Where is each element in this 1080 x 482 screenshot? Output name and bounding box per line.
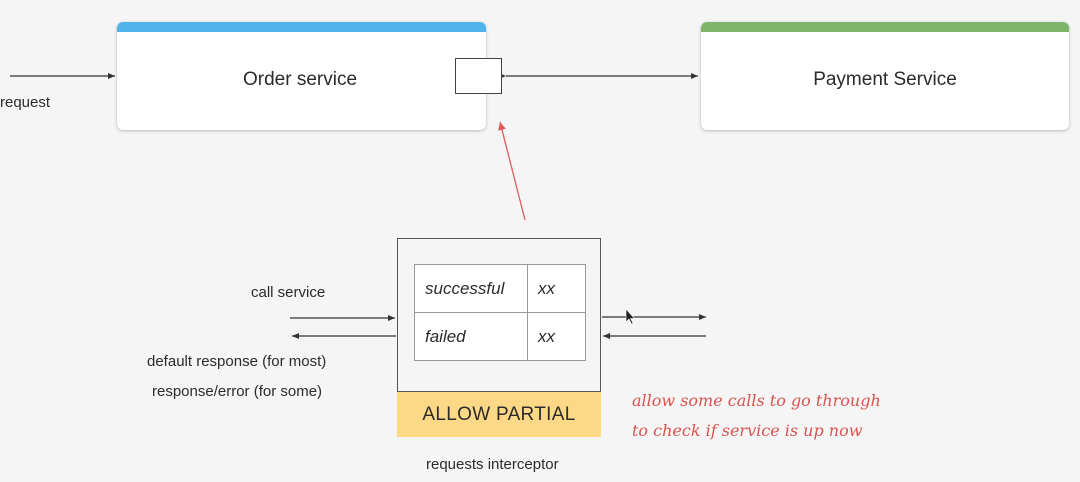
- call-service-label: call service: [251, 284, 326, 301]
- default-response-label: default response (for most): [147, 353, 327, 370]
- interceptor-pointer-arrow: [498, 121, 526, 221]
- annotation-line-1: allow some calls to go through: [632, 391, 881, 410]
- payment-service-box[interactable]: Payment Service: [701, 22, 1069, 130]
- mouse-cursor-icon: [625, 308, 636, 325]
- order-service-box[interactable]: Order service: [117, 22, 486, 130]
- count-cell: xx: [527, 264, 586, 313]
- request-label: request: [0, 94, 51, 111]
- call-stats-table: successful xx failed xx: [414, 264, 586, 361]
- table-row: successful xx: [414, 264, 586, 313]
- interceptor-caption: requests interceptor: [426, 456, 559, 473]
- payment-service-title: Payment Service: [813, 69, 957, 90]
- requests-interceptor-box[interactable]: successful xx failed xx ALLOW PARTIAL: [397, 238, 601, 437]
- order-service-port[interactable]: [455, 58, 502, 94]
- error-response-label: response/error (for some): [152, 383, 323, 400]
- state-cell: successful: [414, 264, 528, 313]
- allow-partial-badge: ALLOW PARTIAL: [397, 391, 601, 437]
- annotation-line-2: to check if service is up now: [632, 421, 863, 440]
- order-service-accent: [117, 22, 486, 32]
- table-row: failed xx: [414, 312, 586, 361]
- order-service-title: Order service: [243, 69, 358, 90]
- payment-service-accent: [701, 22, 1069, 32]
- state-cell: failed: [414, 312, 528, 361]
- count-cell: xx: [527, 312, 586, 361]
